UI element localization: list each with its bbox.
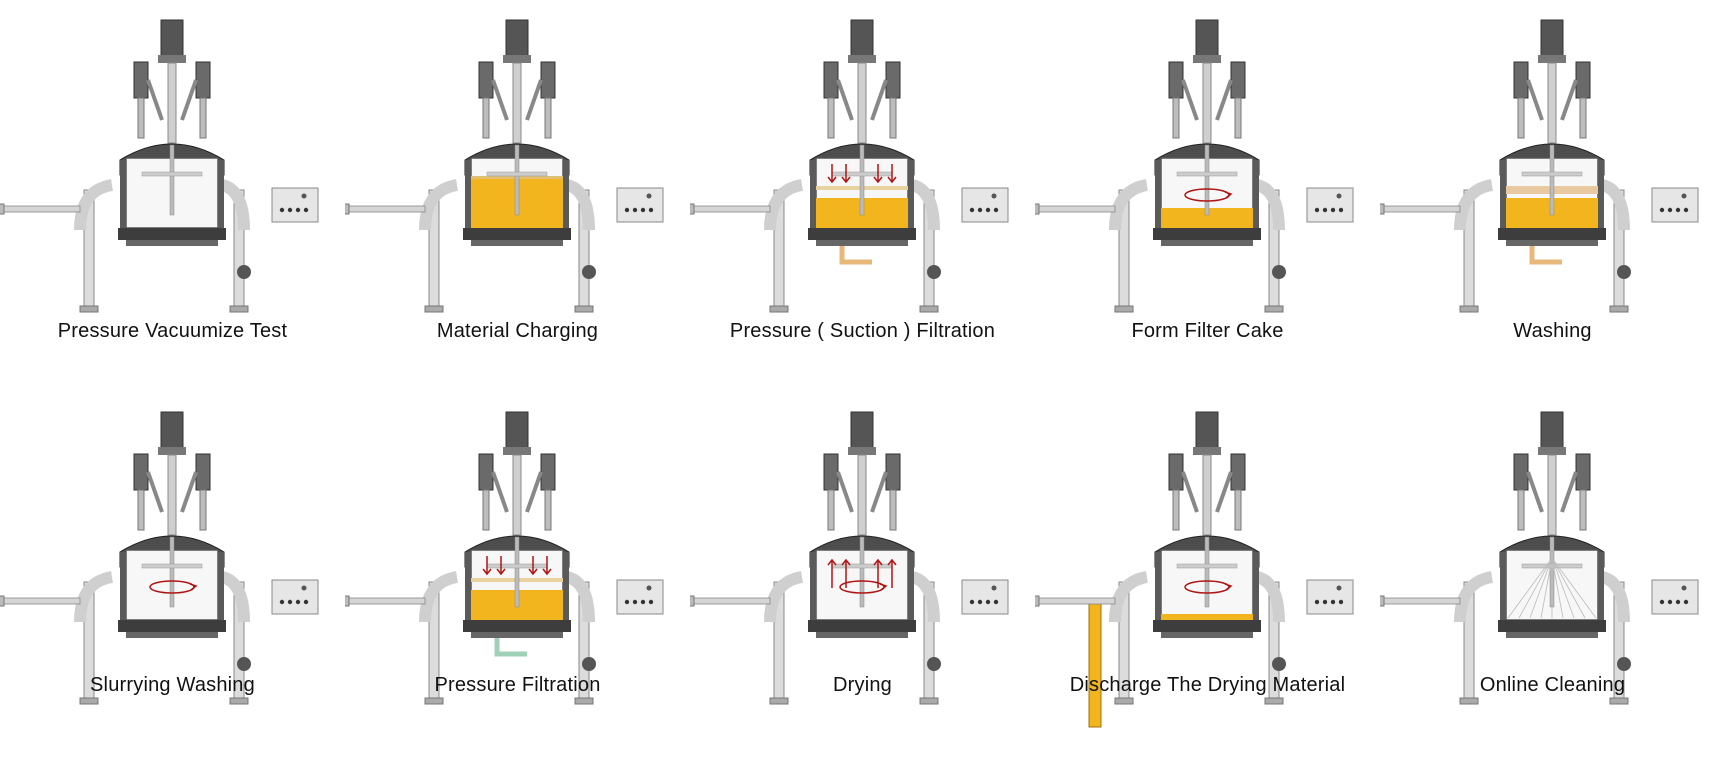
machine-drawing: [1035, 411, 1354, 728]
machine-drawing: [690, 19, 1009, 313]
stage-label: Discharge The Drying Material: [1069, 674, 1346, 696]
machine-drawing: [0, 411, 319, 705]
stage-cell: Drying: [690, 392, 1035, 783]
stage-cell: Pressure Filtration: [345, 392, 690, 783]
filter-dryer-illustration: [0, 19, 319, 313]
stage-label: Drying: [833, 674, 892, 696]
stage-cell: Pressure ( Suction ) Filtration: [690, 0, 1035, 391]
machine-drawing: [1035, 19, 1354, 313]
stage-cell: Washing: [1380, 0, 1725, 391]
filter-dryer-illustration: [690, 19, 1009, 313]
stage-label: Pressure Filtration: [434, 674, 601, 696]
stage-cell: Online Cleaning: [1380, 392, 1725, 783]
machine-drawing: [345, 411, 664, 705]
filter-dryer-illustration: [1035, 411, 1354, 728]
machine-drawing: [345, 19, 664, 313]
machine-drawing: [0, 19, 319, 313]
machine-drawing: [1380, 19, 1699, 313]
filter-dryer-illustration: [1380, 19, 1699, 313]
stage-cell: Slurrying Washing: [0, 392, 345, 783]
stage-cell: Pressure Vacuumize Test: [0, 0, 345, 391]
filter-dryer-illustration: [345, 411, 664, 705]
stage-label: Pressure Vacuumize Test: [57, 320, 288, 342]
stage-cell: Form Filter Cake: [1035, 0, 1380, 391]
stage-label: Pressure ( Suction ) Filtration: [729, 320, 996, 342]
stage-label: Form Filter Cake: [1131, 320, 1284, 342]
machine-drawing: [690, 411, 1009, 705]
filter-dryer-illustration: [0, 411, 319, 705]
filter-dryer-illustration: [690, 411, 1009, 705]
machine-drawing: [1380, 411, 1699, 705]
filter-dryer-illustration: [1035, 19, 1354, 313]
stage-label: Material Charging: [436, 320, 599, 342]
stage-cell: Discharge The Drying Material: [1035, 392, 1380, 783]
stage-label: Online Cleaning: [1479, 674, 1626, 696]
filter-dryer-illustration: [1380, 411, 1699, 705]
stage-cell: Material Charging: [345, 0, 690, 391]
stage-label: Slurrying Washing: [90, 674, 255, 696]
filter-dryer-illustration: [345, 19, 664, 313]
stage-label: Washing: [1513, 320, 1592, 342]
